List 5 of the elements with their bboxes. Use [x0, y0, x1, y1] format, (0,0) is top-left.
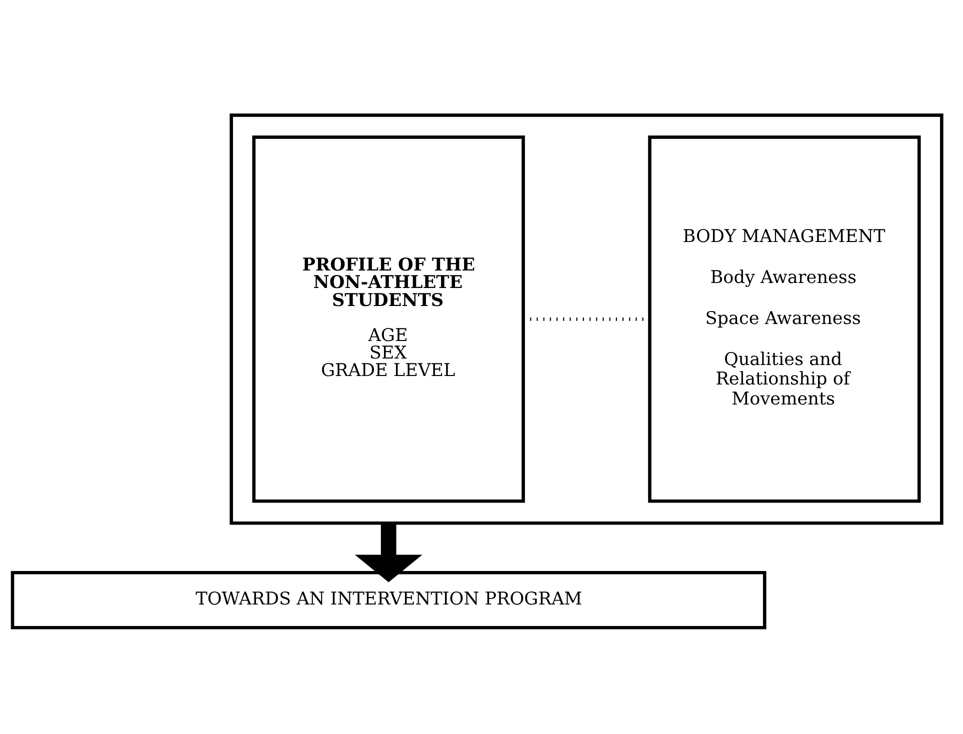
- arrow: [354, 523, 422, 582]
- cluster: [230, 114, 944, 525]
- node-box: PROFILE OF THE NON-ATHLETE STUDENTS AGE SEX GRADE LEVEL: [252, 136, 525, 503]
- node-box: TOWARDS AN INTERVENTION PROGRAM: [10, 570, 766, 630]
- node-box: BODY MANAGEMENT Body Awareness Space Awareness Qualities and Relationship of Movements: [648, 136, 921, 503]
